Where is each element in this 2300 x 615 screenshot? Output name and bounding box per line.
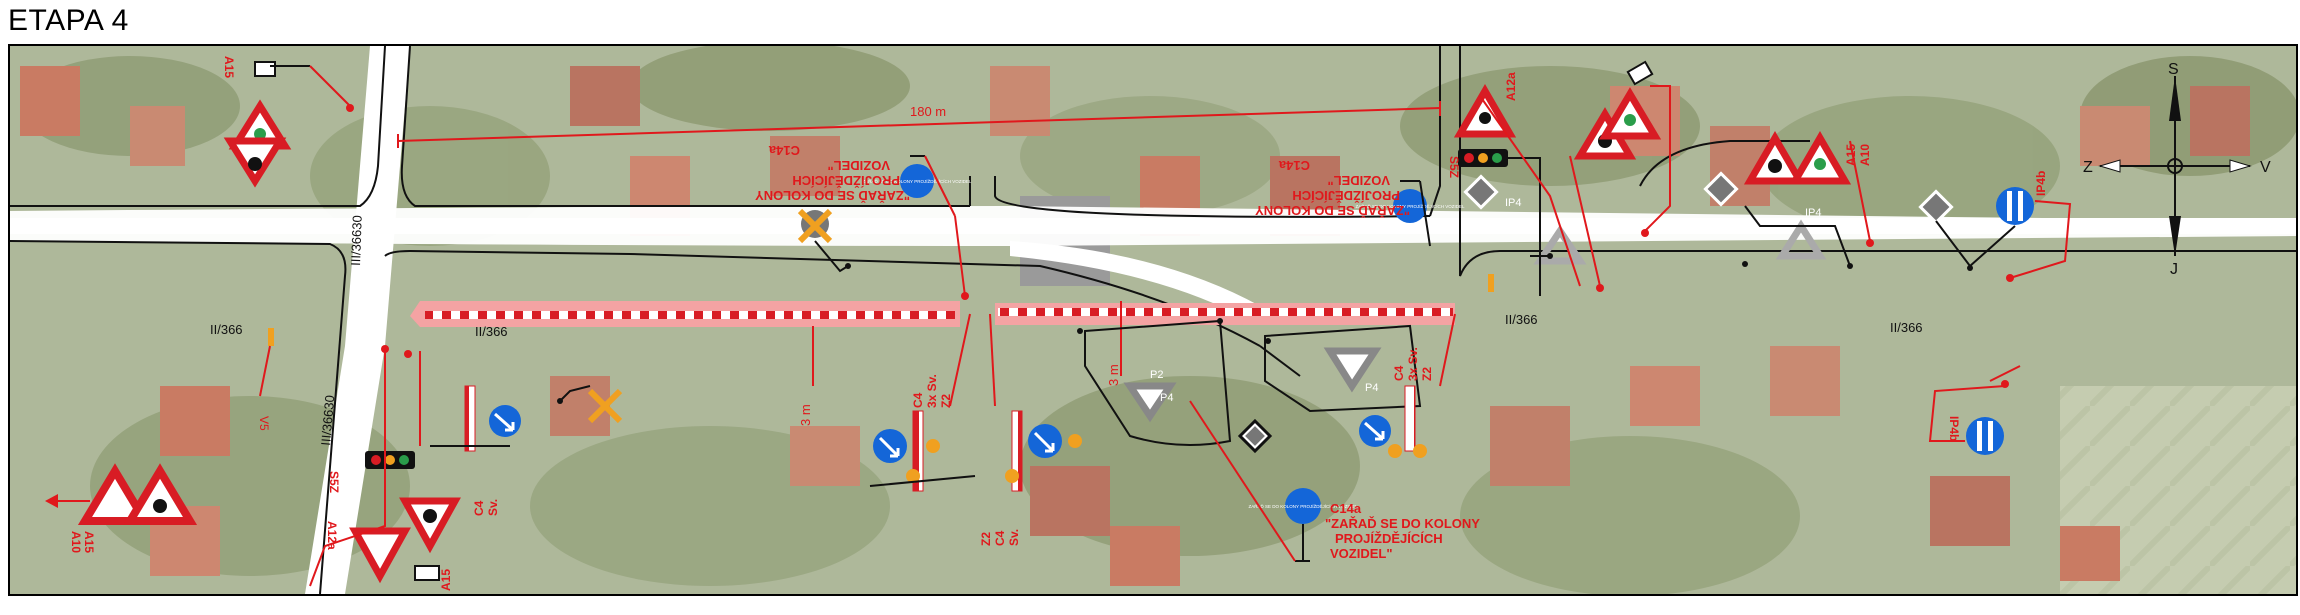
svg-text:PROJÍŽDĚJÍCÍCH: PROJÍŽDĚJÍCÍCH	[1292, 188, 1400, 203]
svg-text:"ZAŘAĎ SE DO KOLONY: "ZAŘAĎ SE DO KOLONY	[1255, 203, 1410, 218]
closure-x-sign-north	[797, 208, 851, 273]
road-label-cross-south: III/36630	[318, 395, 337, 447]
svg-text:C14a: C14a	[768, 143, 800, 158]
road-label-main-3: II/366	[1890, 320, 1923, 335]
barrier-post-west	[430, 385, 521, 452]
traffic-light-sw[interactable]	[365, 451, 415, 469]
dimension-offset-1: 3 m	[798, 404, 813, 426]
give-way-island-east	[1264, 324, 1422, 413]
svg-text:PROJÍŽDĚJÍCÍCH: PROJÍŽDĚJÍCÍCH	[792, 173, 900, 188]
dimension-180m	[397, 101, 1441, 148]
notice-small-3: ZAŘAĎ SE DO KOLONY PROJÍŽDĚJÍCÍCH VOZIDE…	[1356, 202, 1465, 209]
barrier-post-center-west	[869, 410, 976, 492]
sign-group-far-east-south	[1928, 365, 2021, 455]
compass-east: V	[2260, 159, 2271, 176]
notice-text-north-2: "ZAŘAĎ SE DO KOLONY PROJÍŽDĚJÍCÍCH VOZID…	[1255, 158, 1410, 218]
closure-x-sign-west	[557, 385, 623, 424]
label-c4-east: C4	[1392, 365, 1406, 381]
label-v5-west: V5	[257, 416, 271, 431]
label-z2-east: Z2	[1420, 367, 1434, 381]
v5-marker-west	[268, 328, 274, 346]
compass-rose	[2098, 76, 2252, 256]
notice-sign-north-1: ZAŘAĎ SE DO KOLONY PROJÍŽDĚJÍCÍCH VOZIDE…	[863, 155, 972, 300]
label-ip4-ne: IP4	[1505, 197, 1522, 209]
compass-west: Z	[2083, 159, 2093, 176]
svg-text:C14a: C14a	[1278, 158, 1310, 173]
label-c4-ce: C4	[993, 530, 1007, 546]
v5-marker-east	[1488, 274, 1494, 292]
sign-group-far-east-north	[1918, 187, 2072, 282]
map-frame: 180 m 3 m 3 m II/366 II/366 II/366 II/36…	[8, 44, 2298, 596]
notice-small-2: ZAŘAĎ SE DO KOLONY PROJÍŽDĚJÍCÍCH VOZIDE…	[1249, 502, 1358, 509]
warning-sign-sw	[349, 497, 461, 584]
label-c4-cw: C4	[911, 392, 925, 408]
svg-text:VOZIDEL": VOZIDEL"	[828, 158, 891, 173]
map-canvas[interactable]: 180 m 3 m 3 m II/366 II/366 II/366 II/36…	[10, 46, 2296, 594]
label-a10-west: A10	[69, 531, 83, 553]
compass-north: S	[2168, 61, 2179, 78]
label-sv-west: Sv.	[486, 499, 500, 516]
svg-text:VOZIDEL": VOZIDEL"	[1330, 546, 1393, 561]
label-ip4b-east: IP4b	[2034, 171, 2048, 196]
road-label-main-2: II/366	[1505, 312, 1538, 327]
sign-group-northwest	[223, 61, 354, 188]
notice-sign-north-2: ZAŘAĎ SE DO KOLONY PROJÍŽDĚJÍCÍCH VOZIDE…	[1356, 180, 1465, 247]
warning-sign-works-west	[77, 463, 198, 525]
compass-south: J	[2170, 261, 2178, 278]
label-ip4-east: IP4	[1805, 207, 1822, 219]
label-a15-west: A15	[82, 531, 96, 553]
page-title: ETAPA 4	[8, 4, 129, 37]
notice-small-1: ZAŘAĎ SE DO KOLONY PROJÍŽDĚJÍCÍCH VOZIDE…	[863, 177, 972, 184]
dimension-3m	[812, 301, 1122, 386]
label-ip4b-nw: A15	[222, 56, 236, 78]
label-a12a-ne: A12a	[1504, 72, 1518, 101]
label-p2: P2	[1150, 369, 1163, 381]
notice-text-north-1: "ZAŘAĎ SE DO KOLONY PROJÍŽDĚJÍCÍCH VOZID…	[755, 143, 910, 203]
label-a10-east: A10	[1858, 144, 1872, 166]
svg-text:PROJÍŽDĚJÍCÍCH: PROJÍŽDĚJÍCÍCH	[1335, 531, 1443, 546]
notice-sign-south: ZAŘAĎ SE DO KOLONY PROJÍŽDĚJÍCÍCH VOZIDE…	[1189, 400, 1358, 562]
warning-signs-ne	[1453, 60, 1662, 296]
svg-text:"ZAŘAĎ SE DO KOLONY: "ZAŘAĎ SE DO KOLONY	[755, 188, 910, 203]
label-a15-sw: A15	[439, 569, 453, 591]
barrier-post-east	[1359, 385, 1427, 458]
svg-text:C14a: C14a	[1330, 501, 1362, 516]
label-c4-west: C4	[472, 500, 486, 516]
label-3xsv-cw: 3x Sv.	[925, 374, 939, 408]
warning-signs-east	[1703, 131, 1853, 269]
label-3xsv-east: 3x Sv.	[1406, 347, 1420, 381]
road-label-main-west: II/366	[210, 322, 243, 337]
traffic-light-ne[interactable]	[1458, 149, 1508, 167]
barrier-row	[425, 308, 1453, 319]
label-ip4b-southeast: IP4b	[1947, 416, 1961, 441]
road-label-main-1: II/366	[475, 324, 508, 339]
label-p4-island: P4	[1160, 392, 1173, 404]
svg-text:"ZAŘAĎ SE DO KOLONY: "ZAŘAĎ SE DO KOLONY	[1325, 516, 1480, 531]
road-edges	[10, 46, 2296, 594]
label-p4-east: P4	[1365, 382, 1378, 394]
label-s5z-sw: S5Z	[327, 471, 341, 493]
svg-text:VOZIDEL": VOZIDEL"	[1328, 173, 1391, 188]
dimension-offset-2: 3 m	[1106, 364, 1121, 386]
dimension-length: 180 m	[910, 104, 946, 119]
label-sv-ce: Sv.	[1007, 529, 1021, 546]
label-z2-ce: Z2	[979, 532, 993, 546]
notice-text-south: C14a "ZAŘAĎ SE DO KOLONY PROJÍŽDĚJÍCÍCH …	[1325, 501, 1480, 561]
traffic-island	[1077, 318, 1273, 454]
barrier-post-center-east	[1005, 410, 1082, 492]
road-label-cross-north: III/36630	[348, 215, 365, 266]
label-s5z-ne: S5Z	[1447, 156, 1461, 178]
